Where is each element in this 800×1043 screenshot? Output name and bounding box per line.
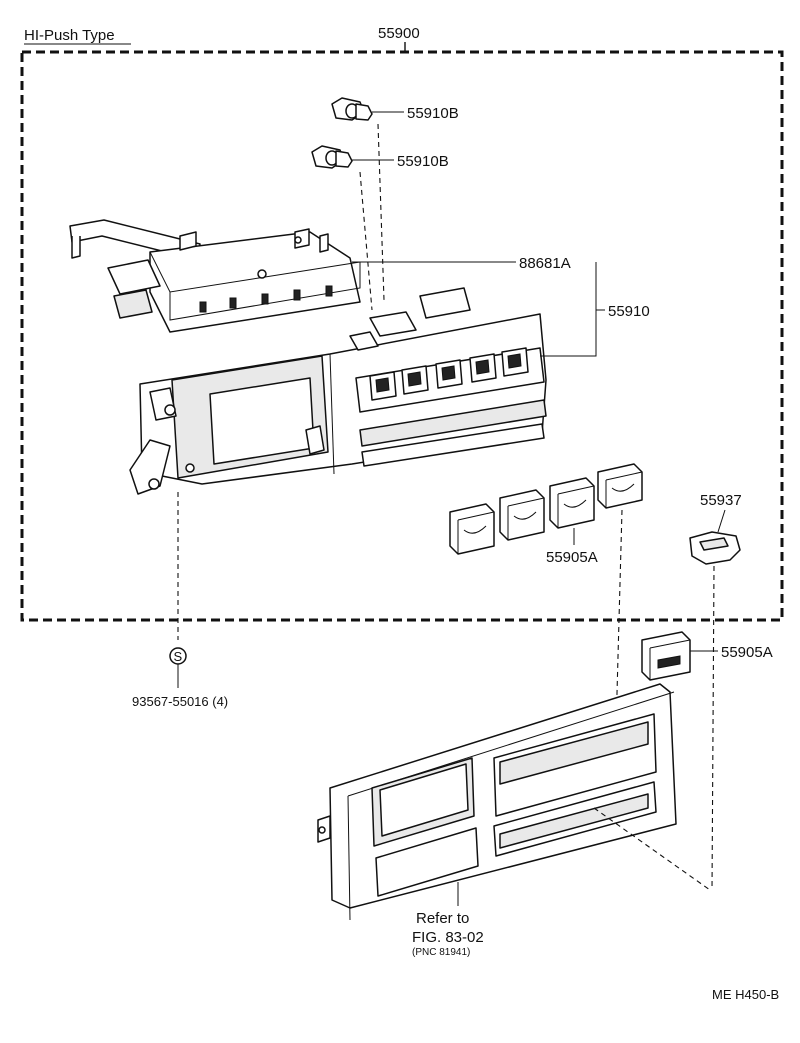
bulb-upper-part — [331, 97, 373, 121]
screw-part: S — [169, 647, 187, 665]
control-assembly-label: 55910 — [608, 303, 650, 320]
knob-label: 55937 — [700, 492, 742, 509]
push-buttons-label: 55905A — [546, 549, 598, 566]
circuit-board-part — [69, 219, 361, 333]
bulb-upper-guide — [377, 123, 385, 301]
reference-line-2: FIG. 83-02 — [412, 929, 484, 946]
bulb-lower-guide — [359, 171, 373, 311]
push-buttons-guide — [615, 509, 623, 731]
reference-line-3: (PNC 81941) — [412, 947, 470, 958]
control-assembly-bracket — [540, 262, 597, 357]
push-buttons-group — [449, 463, 643, 555]
assembly-number-label: 55900 — [378, 25, 420, 42]
push-button-2 — [499, 489, 545, 541]
knob-guide — [711, 565, 715, 891]
diagram-subtitle: HI-Push Type — [24, 27, 115, 44]
defrost-button-label: 55905A — [721, 644, 773, 661]
assembly-frame — [20, 50, 784, 622]
defrost-button-part — [641, 631, 691, 681]
reference-line-1: Refer to — [416, 910, 469, 927]
knob-part — [689, 531, 741, 565]
push-button-3 — [549, 477, 595, 529]
push-button-4 — [597, 463, 643, 509]
control-assembly-part — [129, 287, 547, 495]
knob-leader — [717, 509, 726, 533]
diagram-code: ME H450-B — [712, 987, 779, 1002]
screw-symbol: S — [174, 649, 183, 664]
screw-label: 93567-55016 (4) — [132, 694, 228, 709]
bulb-upper-label: 55910B — [407, 105, 459, 122]
push-button-1 — [449, 503, 495, 555]
knob-connection-guide — [593, 807, 711, 891]
front-panel-part — [317, 683, 677, 921]
bulb-lower-label: 55910B — [397, 153, 449, 170]
board-label: 88681A — [519, 255, 571, 272]
bulb-lower-part — [311, 145, 353, 169]
